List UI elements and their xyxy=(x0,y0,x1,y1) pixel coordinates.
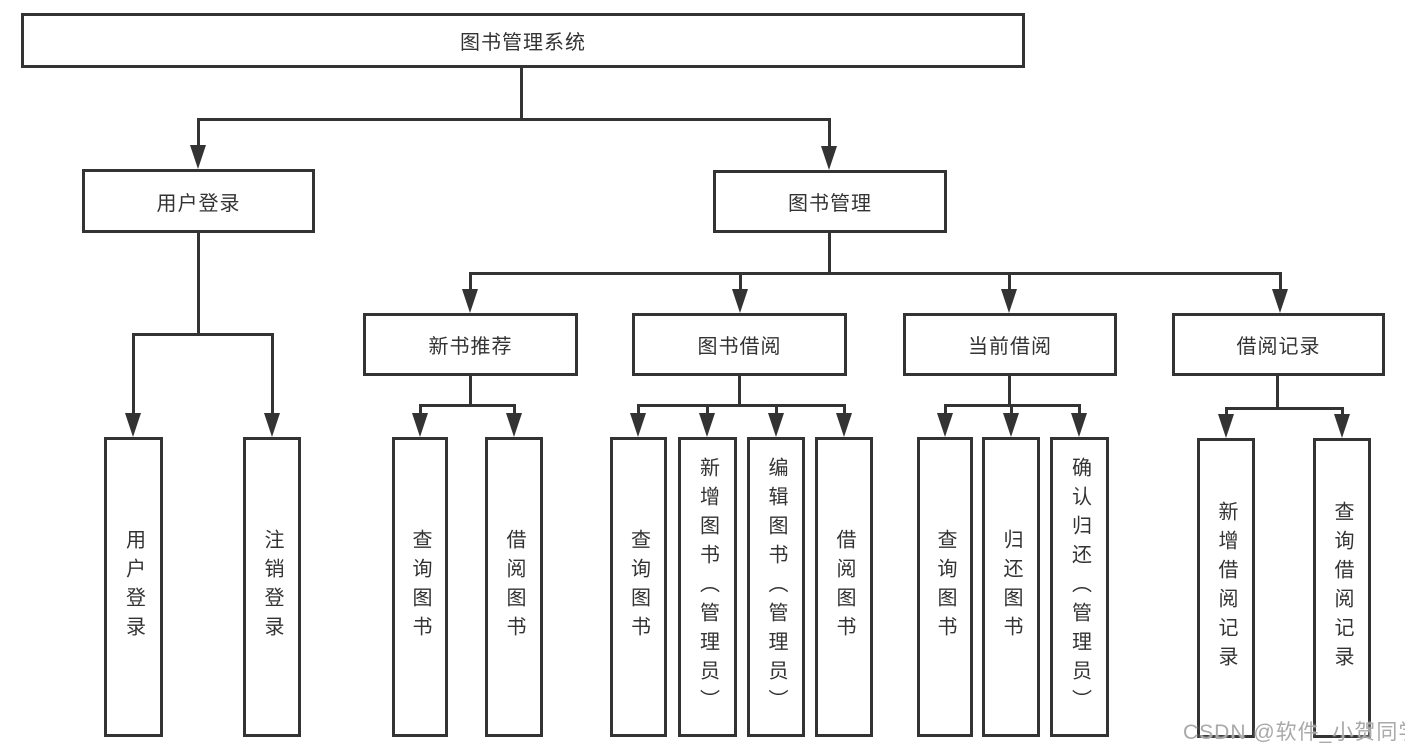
connector xyxy=(1008,376,1011,407)
node-current-borrow: 当前借阅 xyxy=(903,313,1117,376)
leaf-label: 新增图书（管理员） xyxy=(696,456,719,718)
connector xyxy=(828,118,831,150)
leaf-label: 查询借阅记录 xyxy=(1331,501,1353,675)
connector xyxy=(197,118,831,121)
connector xyxy=(271,333,274,417)
node-label: 新书推荐 xyxy=(428,336,513,358)
leaf-user-login: 用户登录 xyxy=(104,437,163,737)
leaf-current-return-books: 归还图书 xyxy=(982,437,1040,737)
arrowhead xyxy=(1003,413,1019,437)
leaf-label: 查询图书 xyxy=(409,529,431,645)
leaf-label: 归还图书 xyxy=(1000,529,1022,645)
arrowhead xyxy=(630,413,646,437)
leaf-label: 借阅图书 xyxy=(503,529,525,645)
leaf-label: 编辑图书（管理员） xyxy=(765,456,787,718)
connector xyxy=(1279,272,1282,292)
arrowhead xyxy=(264,413,280,437)
connector xyxy=(828,233,831,275)
leaf-borrow-add-books-admin: 新增图书（管理员） xyxy=(678,437,737,737)
arrowhead xyxy=(1272,289,1288,313)
csdn-watermark: CSDN @软件_小贺同学 xyxy=(1183,721,1405,744)
connector xyxy=(197,118,200,150)
connector xyxy=(1010,404,1013,418)
connector xyxy=(738,376,741,407)
connector xyxy=(944,404,947,418)
arrowhead xyxy=(937,413,953,437)
connector xyxy=(1225,407,1228,419)
connector xyxy=(419,404,422,418)
leaf-label: 注销登录 xyxy=(261,529,283,645)
leaf-recommend-borrow-books: 借阅图书 xyxy=(485,437,543,737)
connector xyxy=(469,376,472,407)
arrowhead xyxy=(699,413,715,437)
connector xyxy=(706,404,709,418)
arrowhead xyxy=(1334,414,1350,438)
arrowhead xyxy=(821,146,837,170)
leaf-borrow-query-books: 查询图书 xyxy=(610,437,667,737)
leaf-label: 查询图书 xyxy=(627,529,650,645)
connector xyxy=(132,333,135,417)
leaf-current-confirm-return-admin: 确认归还（管理员） xyxy=(1050,437,1109,737)
connector xyxy=(469,272,472,292)
connector xyxy=(637,404,640,418)
connector xyxy=(513,404,516,418)
connector xyxy=(1225,407,1344,410)
node-label: 图书管理 xyxy=(788,193,872,215)
node-root: 图书管理系统 xyxy=(21,13,1025,68)
leaf-label: 用户登录 xyxy=(122,529,145,645)
node-borrow-records: 借阅记录 xyxy=(1172,313,1385,376)
node-new-book-recommend: 新书推荐 xyxy=(363,313,578,376)
connector xyxy=(1276,376,1279,410)
node-book-borrow: 图书借阅 xyxy=(632,313,847,376)
node-label: 用户登录 xyxy=(156,192,241,215)
arrowhead xyxy=(462,289,478,313)
arrowhead xyxy=(732,289,748,313)
connector xyxy=(843,404,846,418)
arrowhead xyxy=(768,413,784,437)
node-label: 图书管理系统 xyxy=(460,32,586,54)
leaf-recommend-query-books: 查询图书 xyxy=(392,437,448,737)
leaf-borrow-borrow-books: 借阅图书 xyxy=(815,437,873,737)
connector xyxy=(775,404,778,418)
connector xyxy=(739,272,742,292)
leaf-label: 确认归还（管理员） xyxy=(1068,456,1091,718)
node-user-login: 用户登录 xyxy=(82,169,315,233)
connector xyxy=(1341,407,1344,419)
arrowhead xyxy=(190,145,206,169)
node-label: 当前借阅 xyxy=(968,336,1052,358)
leaf-logout: 注销登录 xyxy=(243,437,301,737)
leaf-borrow-edit-books-admin: 编辑图书（管理员） xyxy=(747,437,805,737)
connector xyxy=(637,404,846,407)
arrowhead xyxy=(1218,414,1234,438)
leaf-records-query-record: 查询借阅记录 xyxy=(1313,438,1371,738)
arrowhead xyxy=(836,413,852,437)
arrowhead xyxy=(1071,413,1087,437)
node-book-management: 图书管理 xyxy=(713,170,947,233)
connector xyxy=(419,404,516,407)
leaf-label: 查询图书 xyxy=(934,529,956,645)
leaf-label: 借阅图书 xyxy=(833,529,855,645)
leaf-current-query-books: 查询图书 xyxy=(917,437,973,737)
arrowhead xyxy=(412,413,428,437)
connector xyxy=(469,272,1282,275)
arrowhead xyxy=(506,413,522,437)
arrowhead xyxy=(125,413,141,437)
node-label: 图书借阅 xyxy=(697,336,782,358)
leaf-label: 新增借阅记录 xyxy=(1215,501,1237,675)
leaf-records-add-record: 新增借阅记录 xyxy=(1197,438,1255,738)
node-label: 借阅记录 xyxy=(1236,336,1321,358)
connector xyxy=(132,333,274,336)
connector xyxy=(1078,404,1081,418)
connector xyxy=(520,66,523,121)
connector xyxy=(197,233,200,336)
connector xyxy=(1008,272,1011,292)
arrowhead xyxy=(1001,289,1017,313)
